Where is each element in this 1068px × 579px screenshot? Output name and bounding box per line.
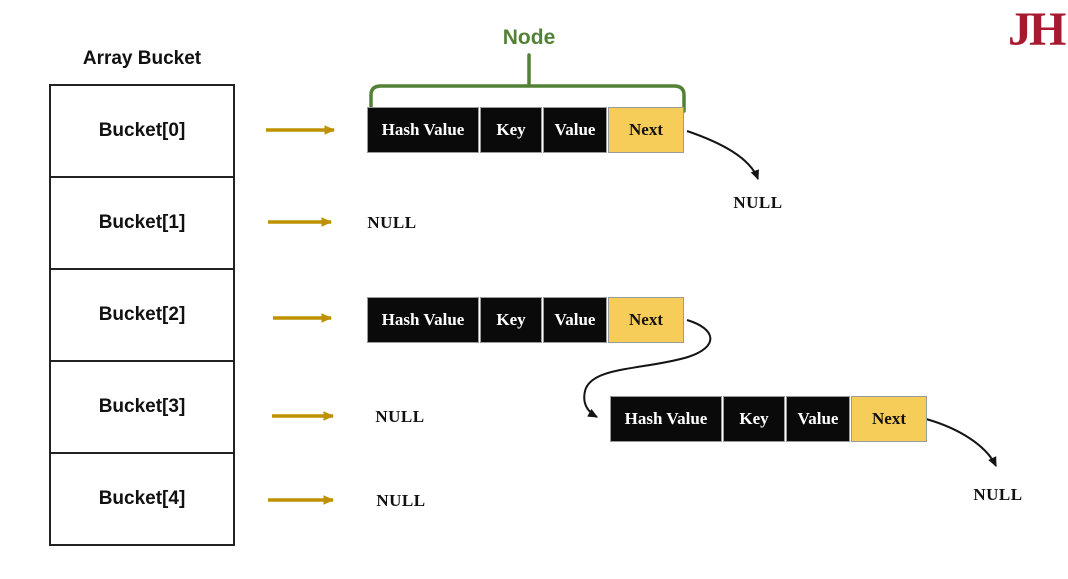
bucket-2: Bucket[2]: [51, 270, 233, 362]
node2-cell-hash-value: Hash Value: [367, 297, 479, 343]
node2-cell-next: Next: [608, 297, 684, 343]
jh-logo: JH: [1008, 3, 1066, 56]
node1-cell-value: Value: [543, 107, 607, 153]
null-bucket3: NULL: [375, 407, 425, 426]
linked-list-node-3: Hash Value Key Value Next: [610, 396, 927, 442]
node3-cell-hash-value: Hash Value: [610, 396, 722, 442]
bucket-0: Bucket[0]: [51, 86, 233, 178]
node-annotation-label: Node: [502, 26, 556, 49]
linked-list-node-1: Hash Value Key Value Next: [367, 107, 684, 153]
null-bucket2-chain-end: NULL: [973, 485, 1023, 504]
null-bucket1: NULL: [367, 213, 417, 232]
null-bucket4: NULL: [376, 491, 426, 510]
bucket-3: Bucket[3]: [51, 362, 233, 454]
node1-cell-key: Key: [480, 107, 542, 153]
bucket-array: Bucket[0] Bucket[1] Bucket[2] Bucket[3] …: [49, 84, 235, 546]
node1-cell-hash-value: Hash Value: [367, 107, 479, 153]
node3-cell-next: Next: [851, 396, 927, 442]
array-bucket-title: Array Bucket: [82, 48, 202, 69]
node3-cell-key: Key: [723, 396, 785, 442]
node3-next-to-null-curve: [925, 418, 997, 467]
linked-list-node-2: Hash Value Key Value Next: [367, 297, 684, 343]
node1-cell-next: Next: [608, 107, 684, 153]
node2-cell-value: Value: [543, 297, 607, 343]
bucket-4: Bucket[4]: [98, 488, 186, 509]
null-bucket0-chain-end: NULL: [733, 193, 783, 212]
node3-cell-value: Value: [786, 396, 850, 442]
node2-cell-key: Key: [480, 297, 542, 343]
node1-next-to-null-curve: [686, 130, 759, 181]
bucket-1: Bucket[1]: [51, 178, 233, 270]
